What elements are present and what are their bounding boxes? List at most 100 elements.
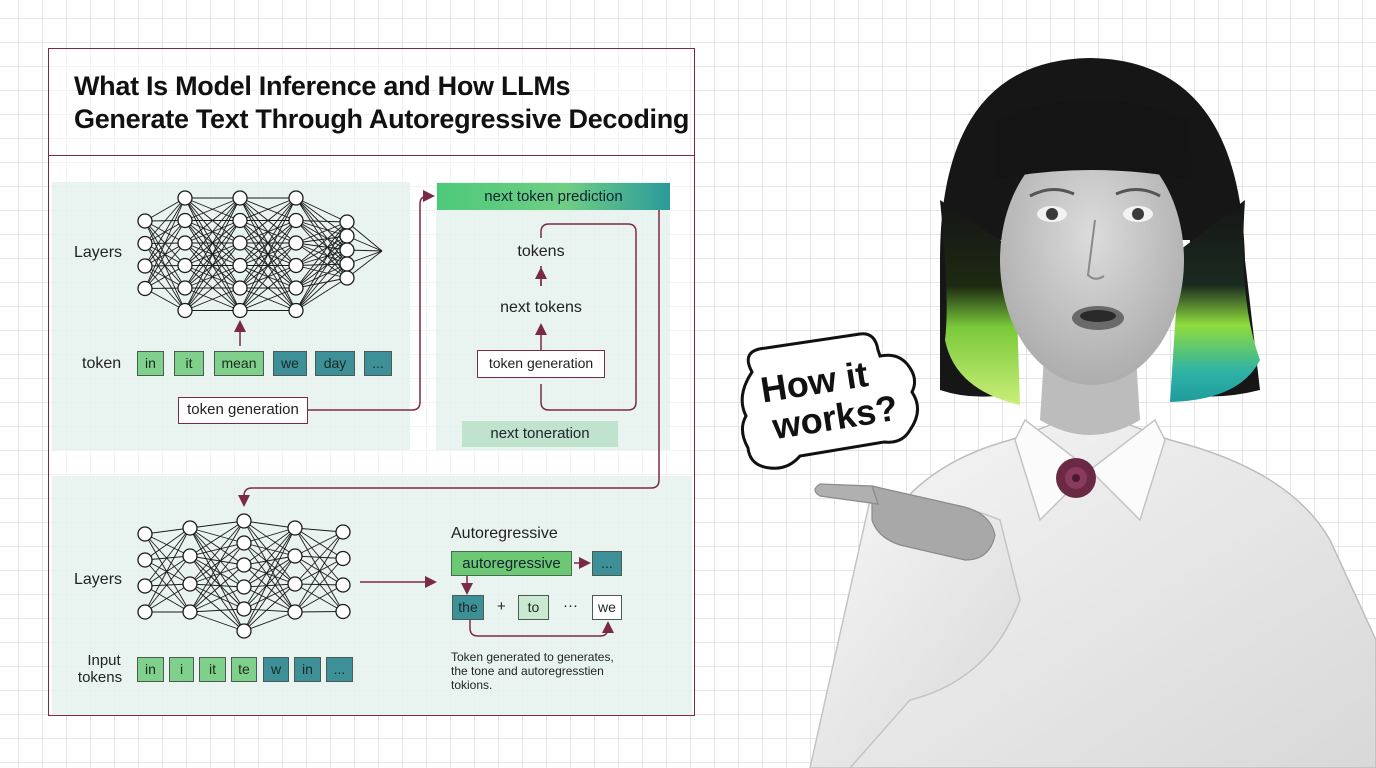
sequence-ellipsis: ···	[563, 597, 578, 614]
network-node	[177, 280, 193, 296]
network-edge	[184, 197, 241, 244]
network-edge	[294, 531, 344, 585]
network-edge	[243, 520, 296, 613]
network-edge	[189, 586, 245, 613]
next-token-prediction-panel	[436, 182, 670, 450]
network-edge	[144, 527, 191, 561]
network-edge	[184, 220, 241, 311]
network-edge	[243, 527, 296, 544]
network-edge	[239, 242, 297, 311]
next-token-prediction-banner: next token prediction	[437, 183, 670, 210]
network-edge	[295, 220, 348, 223]
network-edge	[243, 542, 296, 557]
network-edge	[189, 527, 245, 610]
network-edge	[144, 197, 186, 289]
network-edge	[295, 221, 348, 311]
sequence-token-we: we	[592, 595, 622, 620]
token-chip: it	[174, 351, 204, 376]
input-tokens-label-line1: Input	[87, 652, 121, 669]
network-node	[232, 280, 248, 296]
caption-line-1: Token generated to generates,	[451, 650, 614, 664]
network-edge	[294, 611, 344, 613]
network-edge	[144, 197, 186, 267]
autoregressive-more-chip: ...	[592, 551, 622, 576]
network-node	[177, 190, 193, 206]
network-edge	[295, 277, 348, 311]
network-edge	[144, 585, 191, 613]
network-edge	[243, 611, 296, 632]
network-edge	[184, 197, 241, 266]
network-edge	[144, 533, 191, 585]
network-edge	[184, 287, 241, 311]
presenter-photo	[809, 58, 1376, 768]
network-edge	[189, 583, 245, 632]
network-edge	[239, 197, 297, 311]
network-node	[232, 302, 248, 319]
network-edge	[294, 558, 344, 613]
layers-label-bottom: Layers	[74, 571, 123, 588]
arrow-the-to-we	[469, 620, 614, 637]
network-edge	[144, 197, 186, 244]
network-node	[137, 552, 153, 568]
network-node	[288, 280, 304, 296]
network-edge	[144, 559, 191, 613]
title-line-1: What Is Model Inference and How LLMs	[74, 71, 571, 101]
network-edge	[295, 263, 348, 289]
network-node	[288, 212, 304, 229]
network-node	[288, 235, 304, 251]
network-edge	[294, 527, 344, 586]
token-chip: we	[273, 351, 307, 376]
network-node	[177, 257, 193, 274]
network-node	[287, 520, 303, 536]
network-edge	[189, 542, 245, 613]
network-edge	[295, 197, 348, 223]
network-edge	[243, 583, 296, 588]
network-edge	[243, 583, 296, 610]
network-node	[287, 576, 303, 592]
network-edge	[144, 220, 186, 289]
network-edge	[295, 235, 348, 289]
network-edge	[144, 533, 191, 557]
prediction-token-generation-box: token generation	[477, 350, 605, 378]
network-edge	[189, 527, 245, 544]
network-edge	[239, 220, 297, 311]
network-edge	[184, 242, 241, 311]
network-edge	[144, 583, 191, 613]
sequence-plus: +	[497, 598, 506, 615]
network-edge	[294, 527, 344, 612]
network-edge	[243, 555, 296, 610]
network-edge	[295, 235, 348, 266]
input-token-chip: w	[263, 657, 289, 682]
arrow-to-bottom-layers	[238, 210, 660, 507]
input-token-chip: it	[199, 657, 226, 682]
network-edge	[295, 277, 348, 289]
network-edge	[243, 564, 296, 585]
input-token-chip: ...	[326, 657, 353, 682]
network-edge	[294, 555, 344, 586]
network-edge	[189, 583, 245, 610]
network-edge	[295, 235, 348, 311]
input-token-chip: i	[169, 657, 194, 682]
network-edge	[184, 265, 241, 311]
network-edge	[189, 611, 245, 632]
network-node	[182, 548, 198, 564]
token-chip: in	[137, 351, 164, 376]
network-node	[232, 257, 248, 274]
network-node	[137, 526, 153, 542]
network-node	[232, 212, 248, 229]
token-chip: ...	[364, 351, 392, 376]
network-edge	[144, 559, 191, 585]
network-edge	[243, 555, 296, 566]
network-edge	[243, 555, 296, 588]
network-node	[177, 235, 193, 251]
title-line-2: Generate Text Through Autoregressive Dec…	[74, 104, 690, 134]
network-edge	[295, 263, 348, 311]
network-edge	[243, 527, 296, 566]
network-node	[137, 578, 153, 594]
network-edge	[189, 542, 245, 585]
sequence-token-the: the	[452, 595, 484, 620]
network-edge	[294, 527, 344, 533]
network-edge	[294, 555, 344, 559]
page-title: What Is Model Inference and How LLMs Gen…	[74, 70, 689, 136]
